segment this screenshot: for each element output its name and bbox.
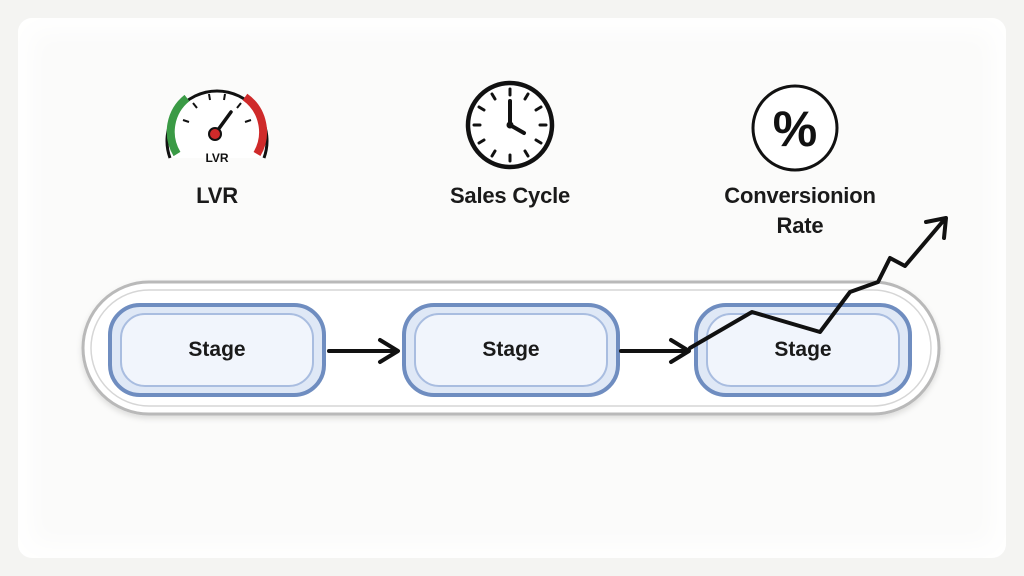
percent-icon: [751, 84, 839, 172]
gauge-icon: [165, 89, 269, 159]
metric-label-lvr-line-1: LVR: [196, 183, 238, 208]
gauge-icon-text: LVR: [205, 151, 228, 165]
arrow-stage-1-to-2: [327, 338, 400, 364]
stage-label-3: Stage: [774, 338, 832, 361]
metric-label-sales-cycle: Sales Cycle: [420, 181, 600, 211]
growth-trend-arrow: [688, 216, 948, 350]
stage-label-2: Stage: [482, 338, 540, 361]
stage-box-2[interactable]: [402, 303, 620, 397]
metric-label-conversion-rate-line-1: Conversionion: [724, 183, 876, 208]
stage-box-1[interactable]: [108, 303, 326, 397]
metric-label-sales-cycle-line-1: Sales Cycle: [449, 183, 571, 208]
stage-label-1: Stage: [188, 338, 246, 361]
metric-label-lvr: LVR: [157, 181, 277, 211]
arrow-stage-2-to-3: [619, 338, 691, 364]
clock-icon: [465, 80, 555, 170]
metric-label-conversion-rate: Conversionion Rate: [700, 181, 900, 241]
stage-box-3[interactable]: [694, 303, 912, 397]
metric-label-conversion-rate-line-2: Rate: [776, 213, 824, 238]
percent-icon-text: %: [773, 101, 817, 157]
